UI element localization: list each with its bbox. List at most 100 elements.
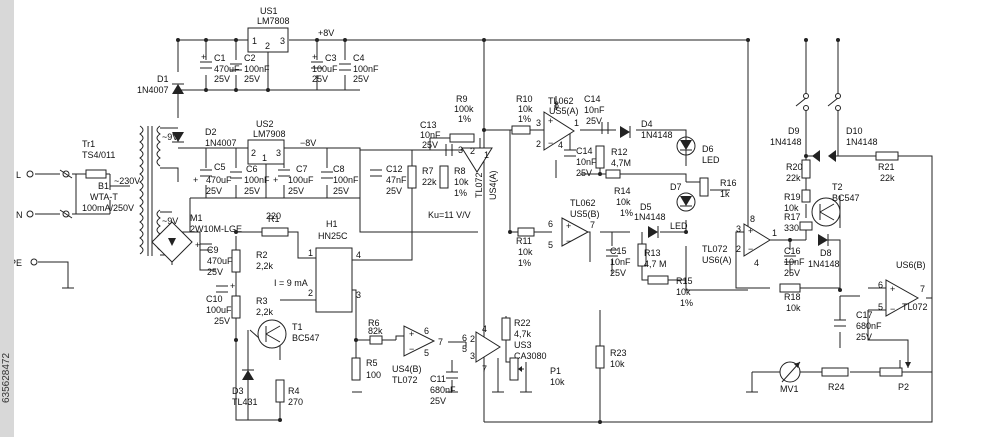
r22-ref: R22	[514, 318, 531, 328]
us6a-pin2: 2	[736, 244, 741, 254]
c5-v2: 25V	[206, 186, 222, 196]
us4a-ref: US4(A)	[488, 170, 498, 200]
t1-type: BC547	[292, 333, 320, 343]
svg-text:−: −	[566, 236, 571, 246]
p1-potentiometer: P1 10k	[509, 357, 565, 387]
d6-ref: D6	[702, 144, 714, 154]
c15-v1: 10nF	[610, 257, 631, 267]
t2-ref: T2	[832, 182, 843, 192]
r9-v1: 100k	[454, 104, 474, 114]
c9: + C9 470uF 25V	[195, 240, 233, 277]
p1-ref: P1	[550, 366, 561, 376]
us5a-type: TL062	[548, 96, 574, 106]
c9-ref: C9	[207, 245, 219, 255]
c2-ref: C2	[244, 53, 256, 63]
d2-diode: D2 1N4007	[172, 127, 237, 148]
svg-text:+: +	[312, 52, 317, 62]
us1-ref: US1	[260, 6, 278, 16]
c14a-v2: 25V	[586, 116, 602, 126]
us5a-pin3: 3	[536, 118, 541, 128]
c16-v2: 25V	[784, 268, 800, 278]
c5-v1: 470uF	[206, 175, 232, 185]
us6a-type: TL072	[702, 244, 728, 254]
us5a-ref: US5(A)	[549, 106, 579, 116]
r2-resistor: R2 2,2k	[231, 249, 274, 273]
r17-value: 330	[784, 223, 799, 233]
svg-text:−: −	[548, 138, 553, 148]
us4b-opamp: +− 6 5 7 US4(B) TL072	[392, 325, 443, 385]
r13-resistor: R13 4,7 M	[637, 243, 667, 269]
us4a-pin1: 1	[484, 150, 489, 160]
d9-glyph	[812, 150, 820, 162]
c16-ref: C16	[784, 246, 801, 256]
c6: C6 100nF 25V	[230, 164, 270, 196]
r20-value: 22k	[786, 173, 801, 183]
c16: C16 10nF 25V	[784, 246, 805, 278]
r24-resistor: R24	[821, 367, 849, 392]
d10-switch-diode: D10 1N4148	[827, 93, 878, 147]
r16-value: 1k	[720, 189, 730, 199]
c12-v2: 25V	[386, 186, 402, 196]
r11-ref: R11	[516, 236, 532, 246]
c8: C8 100nF 25V	[321, 164, 359, 196]
gain-note: Ku=11 V/V	[428, 210, 471, 220]
us3-pin5: 5	[462, 344, 467, 354]
svg-text:+: +	[748, 226, 753, 236]
d8-type: 1N4148	[808, 259, 840, 269]
r19-resistor: R19 10k	[784, 189, 811, 213]
r19-ref: R19	[784, 192, 801, 202]
r3-value: 2,2k	[256, 307, 274, 317]
d3-reference: D3 TL431	[232, 369, 258, 407]
d6-led: D6 LED	[676, 136, 720, 165]
c1-v2: 25V	[214, 74, 230, 84]
us6b-type: TL072	[902, 302, 928, 312]
c8-ref: C8	[333, 164, 345, 174]
r22-resistor: R22 4,7k	[501, 317, 532, 341]
ground-marks	[62, 287, 758, 393]
us1-pin3: 3	[280, 36, 285, 46]
us6b-ref: US6(B)	[896, 260, 926, 270]
mains-input: L N PE B1 WTA-T 100mA/250V	[10, 169, 134, 289]
c4: C4 100nF 25V	[339, 53, 379, 84]
us5b-pin5: 5	[548, 240, 553, 250]
c15: C15 10nF 25V	[606, 246, 631, 278]
r15-v1: 10k	[676, 287, 691, 297]
d5-diode: D5 1N4148	[634, 202, 666, 238]
c13-v2: 25V	[422, 140, 438, 150]
r23-value: 10k	[610, 359, 625, 369]
r17-ref: R17	[784, 212, 801, 222]
r22-value: 4,7k	[514, 329, 532, 339]
r7-value: 22k	[422, 177, 437, 187]
r13-value: 4,7 M	[644, 259, 667, 269]
d6-type: LED	[702, 155, 720, 165]
us5b-pin6: 6	[548, 219, 553, 229]
c9-v1: 470uF	[207, 256, 233, 266]
d10-ref: D10	[846, 126, 863, 136]
r10-v1: 10k	[518, 104, 533, 114]
d3-type: TL431	[232, 397, 258, 407]
c4-ref: C4	[353, 53, 365, 63]
ac-label: ~230V	[114, 176, 140, 186]
c3-v1: 100uF	[312, 64, 338, 74]
r10-v2: 1%	[518, 114, 531, 124]
stock-image-id: 635628472	[1, 352, 12, 403]
r23-ref: R23	[610, 348, 627, 358]
h1-type: HN25C	[318, 231, 348, 241]
h1-ref: H1	[326, 219, 338, 229]
us4b-type: TL072	[392, 375, 418, 385]
r8-v1: 10k	[454, 177, 469, 187]
r14-v1: 10k	[616, 197, 631, 207]
terminal-pe: PE	[10, 258, 22, 268]
r10-resistor: R10 10k 1%	[511, 94, 533, 135]
tr1-ref: Tr1	[82, 139, 95, 149]
c5: + C5 470uF 25V	[193, 162, 232, 196]
r7-resistor: R7 22k	[407, 165, 437, 189]
r23-resistor: R23 10k	[595, 345, 627, 369]
c1-v1: 470uF	[214, 64, 240, 74]
r21-ref: R21	[878, 162, 895, 172]
b1-ref: B1	[98, 181, 109, 191]
r6-resistor: R6 82k	[368, 318, 383, 345]
svg-text:+: +	[409, 329, 414, 339]
us4b-ref: US4(B)	[392, 364, 422, 374]
us4b-pin6: 6	[424, 326, 429, 336]
